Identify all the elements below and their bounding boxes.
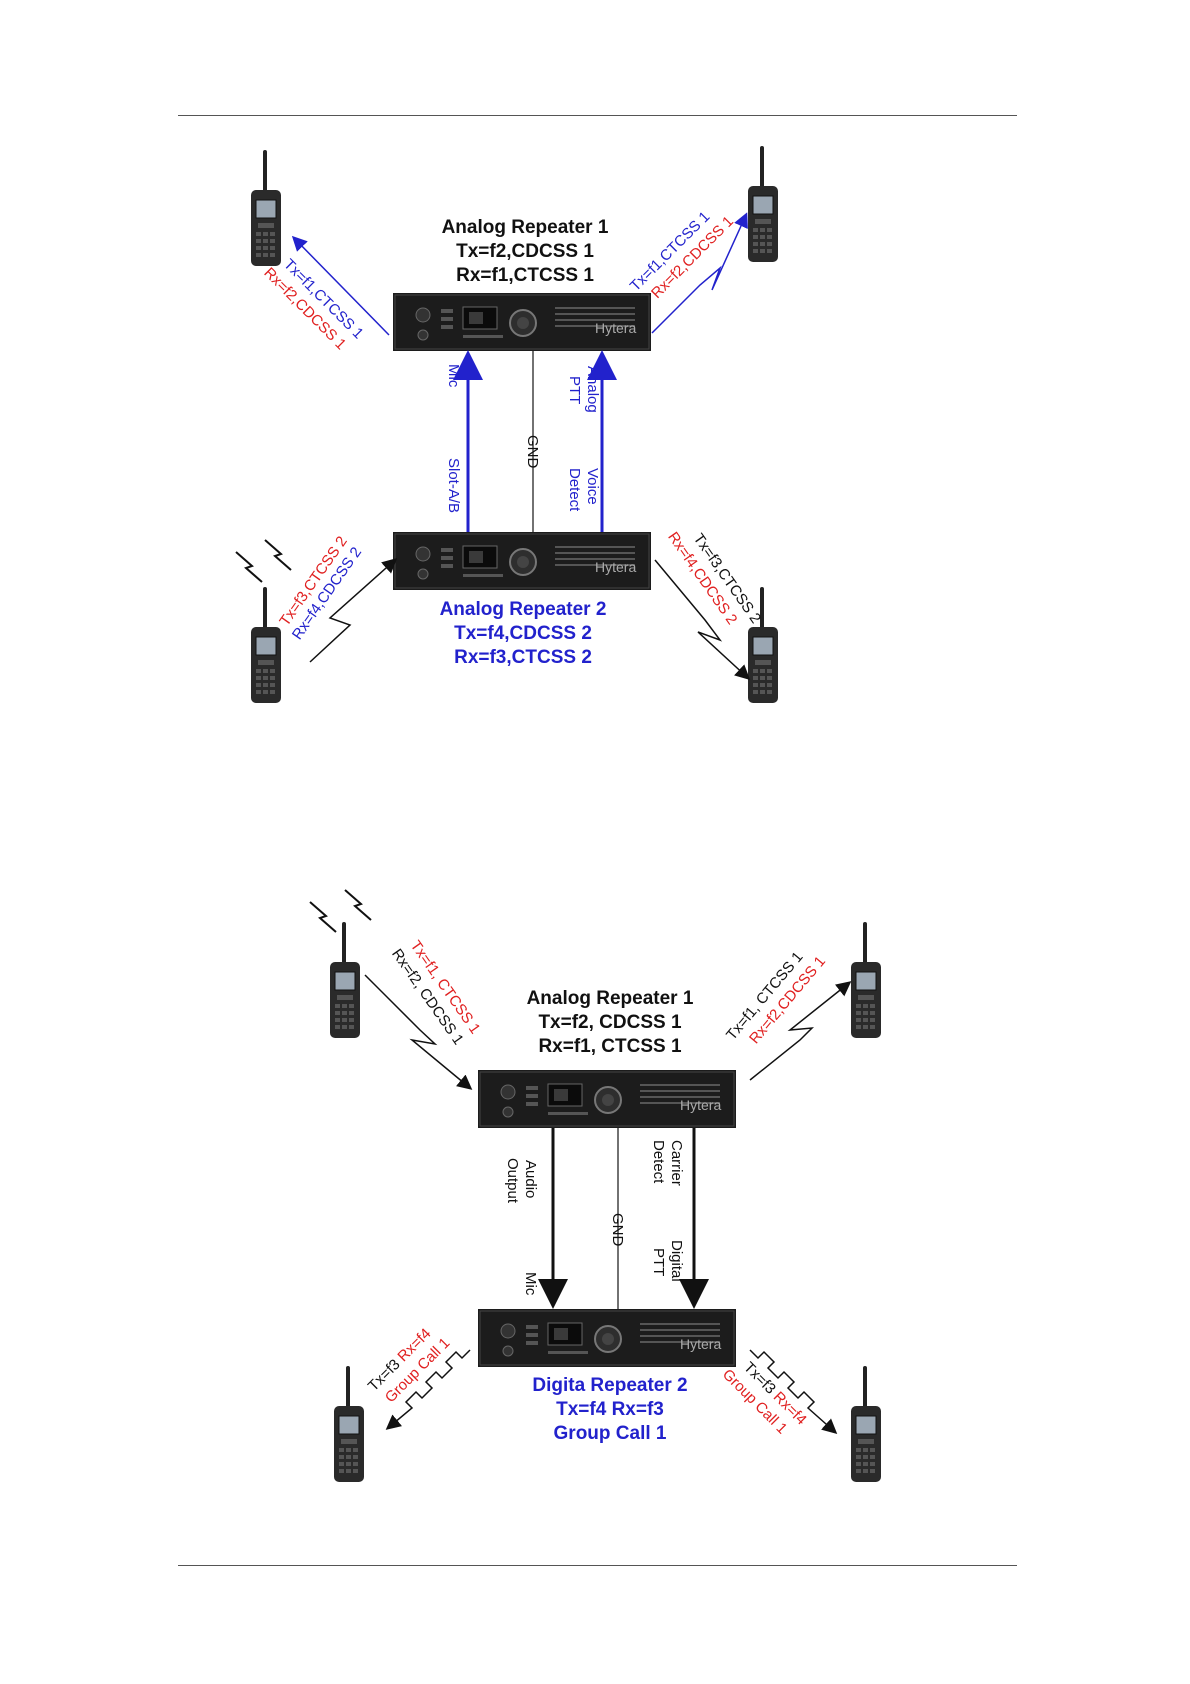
radio-top-right: [747, 145, 779, 263]
repeater2-rx: Rx=f3,CTCSS 2: [454, 647, 592, 668]
repeater1-tx: Tx=f2,CDCSS 1: [456, 241, 594, 262]
repeater2-tx: Tx=f4,CDCSS 2: [454, 623, 592, 644]
radio-bottom-left: [250, 586, 282, 704]
label-gnd: GND: [609, 1213, 626, 1247]
radio-top-right: [850, 921, 882, 1039]
device-brand: Hytera: [680, 1097, 721, 1113]
label-gnd: GND: [524, 435, 541, 469]
repeater2-name: Analog Repeater 2: [440, 599, 607, 620]
repeater2-txrx: Tx=f4 Rx=f3: [556, 1399, 664, 1420]
signal-bolt-icon: [264, 539, 292, 571]
label-output: Output: [504, 1158, 521, 1204]
signal-bolt-icon: [235, 551, 263, 583]
label-mic: Mic: [445, 364, 462, 388]
label-analog: Analog: [584, 366, 601, 413]
label-audio: Audio: [522, 1160, 539, 1198]
repeater2-group: Group Call 1: [554, 1423, 667, 1444]
link-arrow: [749, 1349, 838, 1434]
analog-repeater-1-device: Hytera: [477, 1069, 737, 1129]
repeater2-name: Digita Repeater 2: [532, 1375, 687, 1396]
label-slot: Slot-A/B: [445, 458, 462, 513]
repeater1-tx: Tx=f2, CDCSS 1: [538, 1012, 682, 1033]
link-arrow: [651, 212, 748, 334]
link-arrow: [364, 974, 473, 1090]
link-arrow: [309, 558, 398, 663]
link-arrow: [749, 981, 852, 1081]
analog-repeater-1-device: Hytera: [392, 292, 652, 352]
link-arrow: [291, 235, 390, 336]
repeater1-rx: Rx=f1,CTCSS 1: [456, 265, 594, 286]
repeater1-name: Analog Repeater 1: [527, 988, 694, 1009]
device-brand: Hytera: [595, 320, 636, 336]
radio-top-left: [329, 921, 361, 1039]
repeater1-name: Analog Repeater 1: [442, 217, 609, 238]
link-arrow: [385, 1349, 471, 1430]
label-detect: Detect: [650, 1140, 667, 1184]
diagram-2: Hytera Hytera Analog Repeater 1 Tx=f2, C…: [309, 889, 882, 1483]
radio-top-left: [250, 149, 282, 267]
analog-repeater-2-device: Hytera: [392, 531, 652, 591]
header-rule: [178, 115, 1017, 116]
label-ptt: PTT: [650, 1248, 667, 1276]
repeater1-rx: Rx=f1, CTCSS 1: [538, 1036, 682, 1057]
footer-rule: [178, 1565, 1017, 1566]
signal-bolt-icon: [344, 889, 372, 921]
device-brand: Hytera: [595, 559, 636, 575]
label-voice: Voice: [584, 468, 601, 505]
label-digital: Digital: [668, 1240, 685, 1282]
label-detect: Detect: [566, 468, 583, 512]
diagram-1: Hytera Hytera Analog Repeater 1 Tx=f2,CD…: [235, 145, 779, 704]
link-arrow: [654, 559, 751, 681]
label-ptt: PTT: [566, 376, 583, 404]
radio-bottom-right: [850, 1365, 882, 1483]
signal-bolt-icon: [309, 901, 337, 933]
label-mic: Mic: [522, 1272, 539, 1296]
radio-bottom-left: [333, 1365, 365, 1483]
digital-repeater-2-device: Hytera: [477, 1308, 737, 1368]
device-brand: Hytera: [680, 1336, 721, 1352]
label-carrier: Carrier: [668, 1140, 685, 1186]
